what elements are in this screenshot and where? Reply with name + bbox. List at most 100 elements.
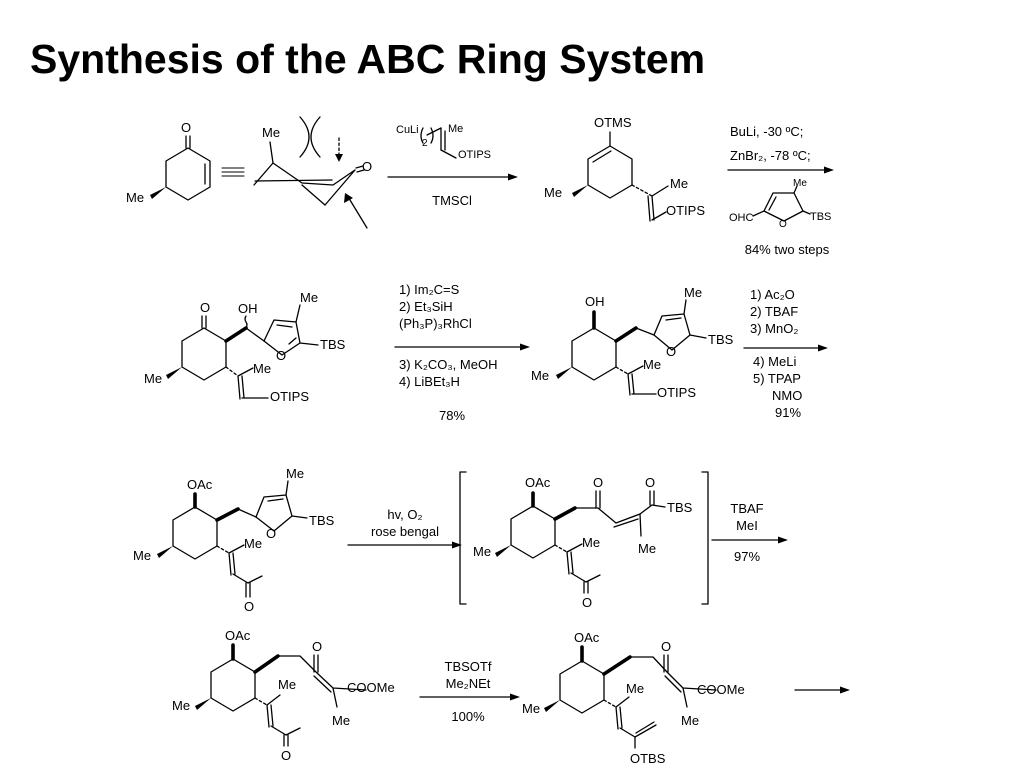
- step4-reagent-5: 5) TPAP: [753, 371, 801, 386]
- aldol-carbonyl-o: O: [200, 300, 210, 315]
- dienol-otbs: OTBS: [630, 751, 666, 766]
- furaldehyde-methyl: Me: [793, 178, 807, 189]
- ester-ketone-o: O: [312, 639, 322, 654]
- alcohol-tbs: TBS: [708, 332, 734, 347]
- aldol-furan-methyl: Me: [300, 290, 318, 305]
- ester-side-ketone-o: O: [281, 748, 291, 763]
- enone-conformation: Me O: [253, 116, 372, 229]
- dienol-alkene-methyl: Me: [681, 713, 699, 728]
- step3-reagent-3: (Ph₃P)₃RhCl: [399, 316, 472, 331]
- enone-carbonyl-o: O: [181, 120, 191, 135]
- alcohol-furan-methyl: Me: [684, 285, 702, 300]
- acetate-furan-structure: OAc Me Me O TBS Me O: [133, 466, 335, 614]
- acetate-ketone-o: O: [244, 599, 254, 614]
- step7-reagent-1: TBSOTf: [445, 659, 492, 674]
- step4-reagent-6: NMO: [772, 388, 802, 403]
- cuprate-subscript-2: 2: [422, 138, 428, 149]
- acetate-tbs: TBS: [309, 513, 335, 528]
- enol-ether-otms: OTMS: [594, 115, 632, 130]
- furaldehyde-ring-o: O: [779, 219, 787, 230]
- step5-reagent-1: hv, O₂: [387, 507, 422, 522]
- conformer-carbonyl-o: O: [362, 159, 372, 174]
- silyl-enol-ether-structure: OTMS Me Me OTIPS: [544, 115, 705, 222]
- ester-coome: COOMe: [347, 680, 395, 695]
- ester-side-methyl: Me: [278, 677, 296, 692]
- cuprate-structure: CuLi 2 Me OTIPS: [396, 123, 491, 161]
- dienol-ring-methyl: Me: [522, 701, 540, 716]
- alcohol-ring-methyl: Me: [531, 368, 549, 383]
- enone-structure: O Me: [126, 120, 211, 205]
- step5-arrow: hv, O₂ rose bengal: [347, 507, 462, 549]
- step4-arrow: 1) Ac₂O 2) TBAF 3) MnO₂ 4) MeLi 5) TPAP …: [743, 287, 828, 420]
- step6-reagent-2: MeI: [736, 518, 758, 533]
- step1-arrow: TMSCl: [387, 173, 518, 208]
- step4-yield: 91%: [775, 405, 801, 420]
- step3-yield: 78%: [439, 408, 465, 423]
- dienol-ketone-o: O: [661, 639, 671, 654]
- intermediate-side-methyl: Me: [582, 535, 600, 550]
- intermediate-ketone-o1: O: [593, 475, 603, 490]
- step2-reagent-line2: ZnBr₂, -78 ºC;: [730, 148, 811, 163]
- cuprate-otips: OTIPS: [458, 149, 491, 161]
- step6-reagent-1: TBAF: [730, 501, 763, 516]
- silyl-dienol-ether-structure: OAc Me O Me COOMe Me OTBS: [522, 630, 745, 766]
- intermediate-side-ketone-o: O: [582, 595, 592, 610]
- aldol-side-methyl: Me: [253, 361, 271, 376]
- enol-ether-side-methyl: Me: [670, 176, 688, 191]
- aldol-tbs: TBS: [320, 337, 346, 352]
- slide-title: Synthesis of the ABC Ring System: [30, 36, 706, 82]
- step6-yield: 97%: [734, 549, 760, 564]
- step4-reagent-1: 1) Ac₂O: [750, 287, 795, 302]
- step6-arrow: TBAF MeI 97%: [711, 501, 788, 564]
- ester-oac: OAc: [225, 628, 251, 643]
- step3-reagent-1: 1) Im₂C=S: [399, 282, 460, 297]
- enol-ether-methyl: Me: [544, 185, 562, 200]
- step2-yield: 84% two steps: [745, 242, 830, 257]
- enol-ether-otips: OTIPS: [666, 203, 705, 218]
- acetate-side-methyl: Me: [244, 536, 262, 551]
- intermediate-oac: OAc: [525, 475, 551, 490]
- aldol-product-structure: O Me OH Me O TBS Me OTIPS: [144, 290, 346, 404]
- methyl-ester-structure: OAc Me O Me COOMe Me O: [172, 628, 395, 763]
- final-arrow: [794, 686, 850, 694]
- step1-reagent-tmscl: TMSCl: [432, 193, 472, 208]
- step7-reagent-2: Me₂NEt: [446, 676, 491, 691]
- step2-reagent-line1: BuLi, -30 ºC;: [730, 124, 803, 139]
- step7-yield: 100%: [451, 709, 485, 724]
- ester-alkene-methyl: Me: [332, 713, 350, 728]
- equivalence-sign: [221, 167, 245, 177]
- step4-reagent-3: 3) MnO₂: [750, 321, 798, 336]
- acetate-ring-methyl: Me: [133, 548, 151, 563]
- ester-ring-methyl: Me: [172, 698, 190, 713]
- step4-reagent-4: 4) MeLi: [753, 354, 796, 369]
- intermediate-ketone-o2: O: [645, 475, 655, 490]
- aldol-hydroxyl: OH: [238, 301, 258, 316]
- aldol-ring-methyl: Me: [144, 371, 162, 386]
- cuprate-culi: CuLi: [396, 124, 419, 136]
- dienol-oac: OAc: [574, 630, 600, 645]
- step4-reagent-2: 2) TBAF: [750, 304, 798, 319]
- step5-reagent-2: rose bengal: [371, 524, 439, 539]
- furaldehyde-ohc: OHC: [729, 212, 754, 224]
- acetate-oac: OAc: [187, 477, 213, 492]
- dienol-side-methyl: Me: [626, 681, 644, 696]
- aldol-otips: OTIPS: [270, 389, 309, 404]
- step3-arrow: 1) Im₂C=S 2) Et₃SiH (Ph₃P)₃RhCl 3) K₂CO₃…: [394, 282, 530, 423]
- conformer-methyl: Me: [262, 125, 280, 140]
- step3-reagent-5: 4) LiBEt₃H: [399, 374, 460, 389]
- furaldehyde-tbs: TBS: [810, 211, 831, 223]
- step3-reagent-4: 3) K₂CO₃, MeOH: [399, 357, 497, 372]
- intermediate-ring-methyl: Me: [473, 544, 491, 559]
- step3-reagent-2: 2) Et₃SiH: [399, 299, 453, 314]
- intermediate-alkene-methyl: Me: [638, 541, 656, 556]
- step2-arrow: BuLi, -30 ºC; ZnBr₂, -78 ºC; OHC O Me TB…: [727, 124, 834, 257]
- alcohol-hydroxyl: OH: [585, 294, 605, 309]
- dienol-coome: COOMe: [697, 682, 745, 697]
- aldol-furan-o: O: [276, 348, 286, 363]
- acetate-furan-o: O: [266, 526, 276, 541]
- alcohol-otips: OTIPS: [657, 385, 696, 400]
- intermediate-tbs: TBS: [667, 500, 693, 515]
- alcohol-furan-o: O: [666, 344, 676, 359]
- alcohol-product-structure: OH Me Me O TBS Me OTIPS: [531, 285, 734, 400]
